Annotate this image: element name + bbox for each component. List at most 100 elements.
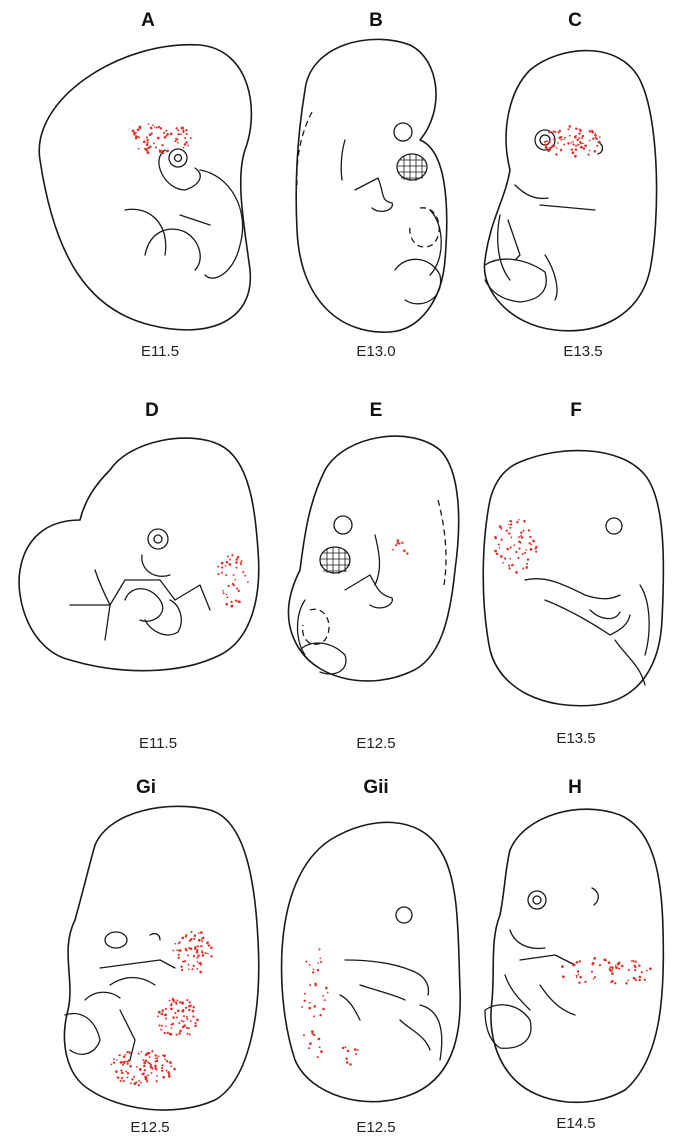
expression-dot <box>149 146 152 149</box>
expression-dot <box>510 523 512 525</box>
expression-dot <box>146 143 149 146</box>
expression-dot <box>612 968 614 970</box>
expression-dot <box>318 1038 321 1041</box>
expression-dot <box>200 931 203 934</box>
expression-dot <box>176 949 178 951</box>
expression-dot <box>587 153 589 155</box>
expression-dot <box>574 155 577 158</box>
expression-dot <box>177 142 179 144</box>
expression-dot <box>207 941 209 943</box>
expression-dot <box>561 139 563 141</box>
expression-dot <box>115 1070 118 1073</box>
expression-dot <box>127 1072 129 1074</box>
expression-dot <box>229 563 232 566</box>
expression-dot <box>569 125 572 128</box>
expression-dot <box>618 961 621 964</box>
expression-dot <box>182 129 184 131</box>
embryo-drawing-gi <box>64 806 258 1110</box>
expression-dot <box>522 568 524 570</box>
expression-dots-c <box>544 125 601 158</box>
expression-dot <box>221 562 224 565</box>
expression-dot <box>201 950 203 952</box>
expression-dot <box>223 592 225 594</box>
expression-dot <box>301 1006 303 1008</box>
expression-dot <box>192 1006 194 1008</box>
expression-dot <box>156 1075 158 1077</box>
expression-dot <box>510 520 512 522</box>
panel-label-d: D <box>112 400 192 422</box>
panel-stage-gi: E12.5 <box>105 1119 195 1136</box>
expression-dot <box>545 146 547 148</box>
expression-dot <box>561 965 564 968</box>
expression-dot <box>168 1075 171 1078</box>
expression-dot <box>156 1080 158 1082</box>
expression-dot <box>156 127 158 129</box>
expression-dot <box>174 943 176 945</box>
expression-dot <box>313 1005 316 1008</box>
expression-dot <box>317 1056 319 1058</box>
expression-dot <box>522 530 524 532</box>
expression-dot <box>154 126 156 128</box>
expression-dot <box>355 1053 357 1055</box>
expression-dots-h <box>561 957 652 985</box>
expression-dot <box>142 1073 145 1076</box>
expression-dot <box>234 579 236 581</box>
expression-dot <box>154 1054 156 1056</box>
embryo-drawing-a <box>39 45 251 330</box>
expression-dot <box>233 584 235 586</box>
expression-dot <box>217 573 219 575</box>
expression-dot <box>147 1074 149 1076</box>
expression-dot <box>123 1056 126 1059</box>
expression-dot <box>589 150 591 152</box>
embryo-drawing-c <box>484 51 656 331</box>
expression-dot <box>511 564 514 567</box>
expression-dot <box>578 981 580 983</box>
expression-dot <box>583 147 585 149</box>
expression-dot <box>161 1070 163 1072</box>
expression-dot <box>526 563 528 565</box>
expression-dot <box>193 955 195 957</box>
panel-stage-a: E11.5 <box>115 343 205 360</box>
expression-dot <box>187 145 189 147</box>
expression-dot <box>313 1015 315 1017</box>
expression-dot <box>185 1007 187 1009</box>
expression-dot <box>508 567 510 569</box>
expression-dot <box>200 945 202 947</box>
expression-dot <box>196 1019 199 1022</box>
expression-dot <box>173 1017 175 1019</box>
expression-dot <box>520 535 522 537</box>
expression-dot <box>180 133 182 135</box>
expression-dot <box>229 559 231 561</box>
expression-dot <box>560 136 562 138</box>
expression-dot <box>319 1046 321 1048</box>
expression-dot <box>185 949 187 951</box>
expression-dot <box>188 1005 191 1008</box>
expression-dot <box>193 938 195 940</box>
expression-dot <box>162 1064 164 1066</box>
expression-dot <box>181 969 183 971</box>
expression-dot <box>349 1063 352 1066</box>
embryo-drawing-h <box>485 809 663 1102</box>
expression-dot <box>119 1080 121 1082</box>
expression-dot <box>621 965 624 968</box>
expression-dot <box>176 999 178 1001</box>
expression-dot <box>525 549 527 551</box>
expression-dot <box>180 1020 182 1022</box>
expression-dot <box>599 136 601 138</box>
panel-stage-d: E11.5 <box>113 735 203 752</box>
expression-dot <box>324 999 326 1001</box>
expression-dot <box>178 957 180 959</box>
expression-dot <box>639 976 642 979</box>
expression-dot <box>395 544 397 546</box>
expression-dot <box>581 146 583 148</box>
expression-dot <box>169 1033 172 1036</box>
expression-dot <box>235 600 237 602</box>
expression-dot <box>236 567 238 569</box>
expression-dot <box>135 132 137 134</box>
expression-dot <box>147 139 149 141</box>
expression-dot <box>510 537 512 539</box>
expression-dot <box>639 979 641 981</box>
expression-dot <box>132 130 135 133</box>
expression-dots-f <box>494 519 537 574</box>
expression-dot <box>178 954 180 956</box>
